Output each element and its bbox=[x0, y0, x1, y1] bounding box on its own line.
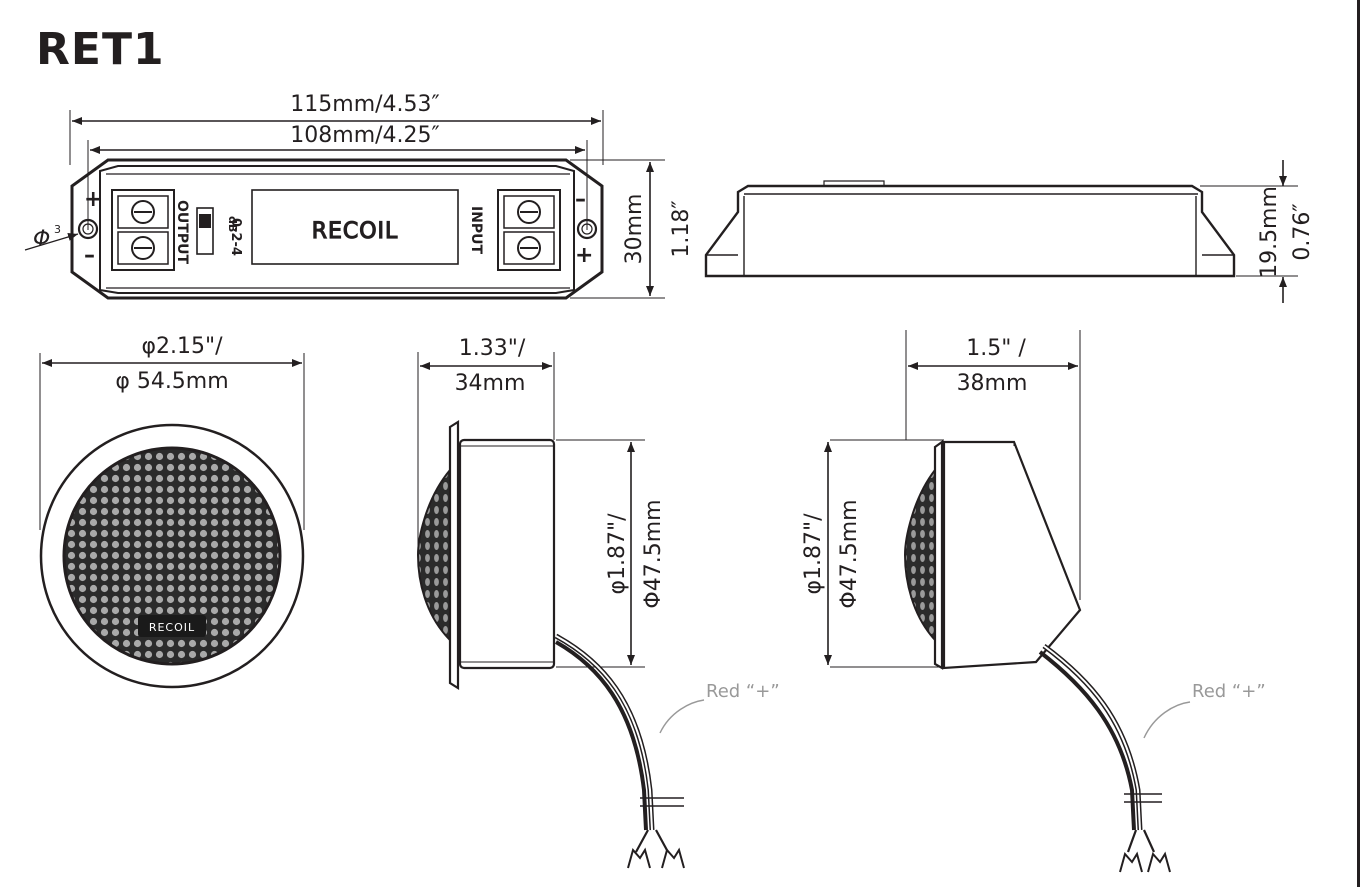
attenuation-switch bbox=[196, 207, 214, 255]
input-screw-minus bbox=[517, 200, 541, 224]
output-plus-sign: + bbox=[84, 187, 102, 212]
flush-flange bbox=[448, 420, 460, 690]
flush-wire-label: Red “+” bbox=[706, 681, 780, 702]
output-terminal-block bbox=[111, 189, 175, 271]
flush-spade-left bbox=[627, 847, 651, 869]
side-height-in-label: 0.76″ bbox=[1290, 203, 1315, 260]
angled-wire-tie bbox=[1124, 793, 1162, 803]
overall-length-label: 115mm/4.53″ bbox=[290, 92, 439, 117]
output-terminal-plus bbox=[117, 195, 169, 229]
angled-grille-dome bbox=[903, 467, 936, 643]
angled-side-view bbox=[824, 330, 1191, 873]
flush-wire-tie bbox=[640, 797, 684, 807]
angled-dia-in-label: φ1.87"/ bbox=[801, 513, 826, 595]
switch-positions-label: 0-2-4 bbox=[228, 218, 243, 256]
side-body-outline bbox=[704, 184, 1236, 278]
front-view bbox=[39, 353, 305, 689]
angled-spade-right bbox=[1147, 851, 1171, 873]
flush-dia-in-label: φ1.87"/ bbox=[605, 513, 630, 595]
input-minus-sign: – bbox=[575, 187, 586, 212]
height-mm-label: 30mm bbox=[622, 194, 647, 265]
crossover-inner-outline bbox=[99, 165, 575, 294]
input-label: INPUT bbox=[468, 206, 484, 255]
side-height-mm-label: 19.5mm bbox=[1257, 186, 1282, 278]
flush-depth-mm-label: 34mm bbox=[455, 371, 526, 396]
top-view bbox=[24, 110, 665, 300]
flush-depth-in-label: 1.33"/ bbox=[459, 336, 526, 361]
mount-hole-left-inner bbox=[82, 223, 94, 235]
flush-dia-mm-label: Φ47.5mm bbox=[641, 499, 666, 608]
input-terminal-plus bbox=[503, 231, 555, 265]
input-terminal-block bbox=[497, 189, 561, 271]
grille-badge bbox=[138, 615, 206, 637]
angled-wire-label: Red “+” bbox=[1192, 681, 1266, 702]
output-terminal-minus bbox=[117, 231, 169, 265]
angled-depth-mm-label: 38mm bbox=[957, 371, 1028, 396]
mount-hole-right-inner bbox=[581, 223, 593, 235]
tweeter-grille bbox=[62, 446, 282, 666]
angled-body bbox=[942, 440, 1082, 670]
right-border bbox=[1357, 0, 1360, 887]
side-view bbox=[704, 160, 1298, 303]
mount-hole-right bbox=[576, 218, 598, 240]
angled-spade-left bbox=[1119, 851, 1143, 873]
angled-flange bbox=[933, 439, 944, 670]
brand-logo-top: RECOIL bbox=[312, 219, 399, 244]
product-title: RET1 bbox=[36, 24, 165, 75]
angled-dia-mm-label: Φ47.5mm bbox=[837, 499, 862, 608]
flush-grille-dome bbox=[416, 467, 451, 643]
flush-spade-right bbox=[661, 847, 685, 869]
crossover-rails bbox=[106, 173, 570, 289]
height-in-label: 1.18″ bbox=[669, 200, 694, 257]
output-minus-sign: – bbox=[84, 243, 95, 268]
input-plus-sign: + bbox=[575, 243, 593, 268]
input-terminal-minus bbox=[503, 195, 555, 229]
output-screw-minus bbox=[131, 236, 155, 260]
angled-depth-in-label: 1.5" / bbox=[966, 336, 1026, 361]
hole-diameter-symbol: Φ bbox=[33, 227, 50, 252]
flush-body bbox=[458, 438, 556, 670]
crossover-body-outline bbox=[70, 158, 604, 300]
hole-leader bbox=[24, 233, 79, 251]
flush-wire-leader bbox=[659, 699, 705, 734]
flush-side-view bbox=[416, 352, 705, 869]
front-dia-in-label: φ2.15"/ bbox=[141, 334, 223, 359]
mount-length-label: 108mm/4.25″ bbox=[290, 123, 439, 148]
brand-window bbox=[251, 189, 459, 265]
grille-badge-logo: RECOIL bbox=[149, 621, 195, 634]
output-label: OUTPUT bbox=[174, 200, 190, 264]
input-screw-plus bbox=[517, 236, 541, 260]
front-dia-mm-label: φ 54.5mm bbox=[115, 369, 228, 394]
angled-wire-leader bbox=[1143, 701, 1191, 739]
mount-hole-left bbox=[77, 218, 99, 240]
hole-diameter-value: 3 bbox=[54, 223, 61, 236]
switch-unit-label: dB bbox=[226, 216, 239, 232]
output-screw-plus bbox=[131, 200, 155, 224]
